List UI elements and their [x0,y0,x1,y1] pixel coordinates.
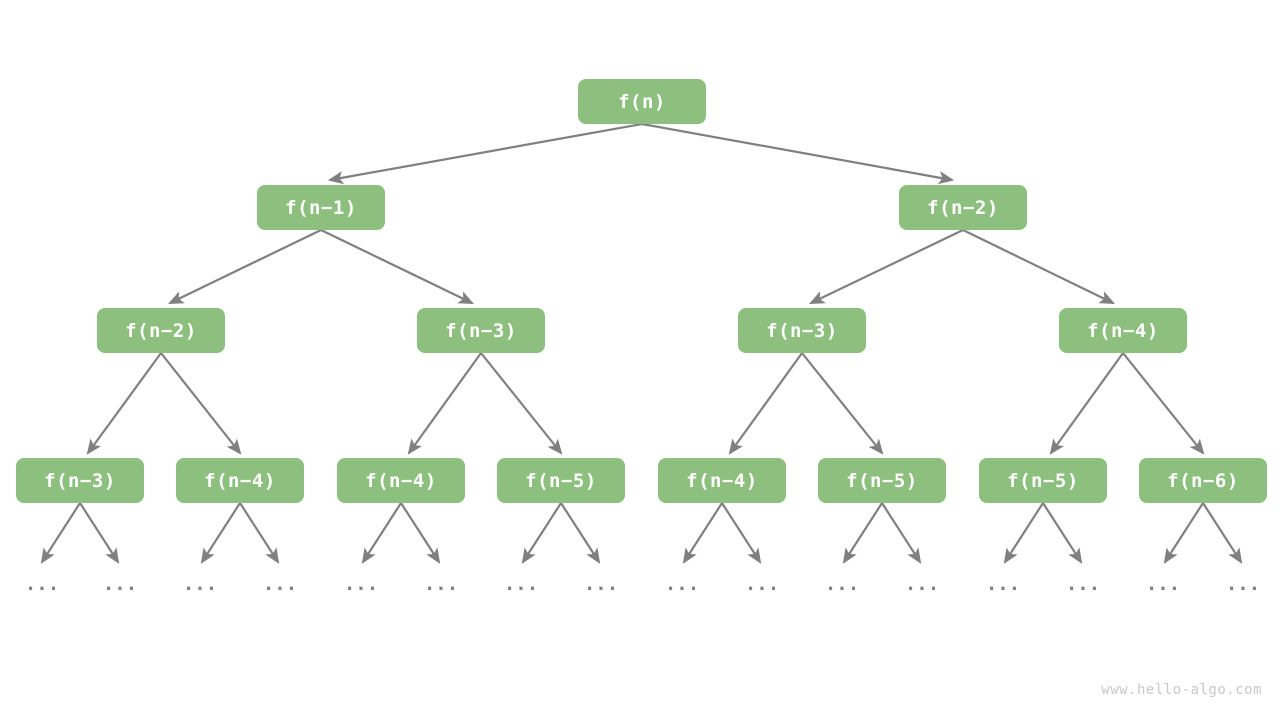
tree-edge [881,502,922,564]
tree-edge [407,352,482,455]
tree-edge [327,122,643,185]
ellipsis-marker: ... [102,573,138,595]
tree-node[interactable]: f(n−2) [97,308,225,353]
tree-edge [521,502,562,564]
tree-node[interactable]: f(n−4) [658,458,786,503]
tree-edge [1049,352,1124,455]
tree-node[interactable]: f(n−4) [176,458,304,503]
tree-edge [361,502,402,564]
tree-edge [801,352,884,455]
watermark-label: www.hello-algo.com [1101,682,1262,698]
ellipsis-marker: ... [583,573,619,595]
ellipsis-marker: ... [904,573,940,595]
ellipsis-marker: ... [664,573,700,595]
ellipsis-marker: ... [343,573,379,595]
tree-edge [168,229,322,304]
ellipsis-marker: ... [824,573,860,595]
ellipsis-marker: ... [744,573,780,595]
tree-edge [1003,502,1044,564]
tree-edge [842,502,883,564]
tree-edge [962,229,1115,304]
ellipsis-marker: ... [503,573,539,595]
tree-edge [1042,502,1083,564]
tree-edge [400,502,441,564]
ellipsis-marker: ... [985,573,1021,595]
tree-node[interactable]: f(n) [578,79,706,124]
tree-node[interactable]: f(n−3) [417,308,545,353]
tree-edge [79,502,120,564]
ellipsis-marker: ... [423,573,459,595]
tree-edge [1122,352,1205,455]
tree-edges [40,122,1243,564]
tree-edge [560,502,601,564]
tree-node[interactable]: f(n−3) [738,308,866,353]
tree-node[interactable]: f(n−2) [899,185,1027,230]
tree-node[interactable]: f(n−5) [497,458,625,503]
tree-node[interactable]: f(n−5) [818,458,946,503]
tree-edge [86,352,162,455]
tree-edge [320,229,474,304]
ellipsis-marker: ... [24,573,60,595]
tree-node[interactable]: f(n−4) [1059,308,1187,353]
tree-edge [728,352,803,455]
tree-node[interactable]: f(n−4) [337,458,465,503]
ellipsis-marker: ... [262,573,298,595]
tree-edge [239,502,280,564]
tree-edge [480,352,563,455]
tree-edge [200,502,241,564]
tree-node[interactable]: f(n−3) [16,458,144,503]
tree-edge [40,502,81,564]
tree-node[interactable]: f(n−5) [979,458,1107,503]
tree-node[interactable]: f(n−1) [257,185,385,230]
tree-edge [809,229,964,304]
ellipsis-marker: ... [182,573,218,595]
tree-edge [641,122,955,185]
ellipsis-marker: ... [1065,573,1101,595]
tree-edge [160,352,242,455]
tree-edge [1163,502,1204,564]
ellipsis-marker: ... [1145,573,1181,595]
tree-node[interactable]: f(n−6) [1139,458,1267,503]
tree-edge [1202,502,1243,564]
tree-edge [682,502,723,564]
ellipsis-marker: ... [1225,573,1261,595]
tree-edge [721,502,762,564]
